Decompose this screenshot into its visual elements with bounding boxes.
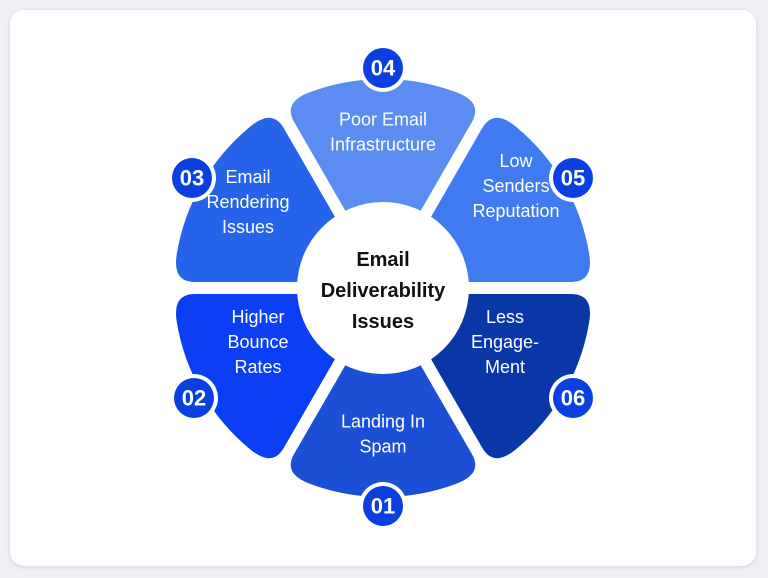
badge-circle-05 bbox=[553, 158, 593, 198]
petal-label-06-line-1: Less bbox=[486, 307, 524, 327]
badge-circle-02 bbox=[174, 378, 214, 418]
center-title-line-1: Email bbox=[356, 249, 409, 271]
center-title-line-3: Issues bbox=[352, 311, 414, 333]
badge-circle-03 bbox=[172, 158, 212, 198]
petal-label-03-line-3: Issues bbox=[222, 217, 274, 237]
petal-label-06-line-2: Engage- bbox=[471, 332, 539, 352]
number-badges: 01 02 03 04 05 06 bbox=[168, 44, 597, 530]
badge-number-02: 02 bbox=[182, 386, 206, 411]
center-hub: Email Deliverability Issues bbox=[297, 202, 469, 374]
petal-label-02-line-3: Rates bbox=[234, 357, 281, 377]
petal-label-05-line-1: Low bbox=[499, 151, 533, 171]
petal-label-02-line-1: Higher bbox=[231, 307, 284, 327]
petal-label-06-line-3: Ment bbox=[485, 357, 525, 377]
petal-label-03-line-1: Email bbox=[225, 167, 270, 187]
petal-label-03-line-2: Rendering bbox=[206, 192, 289, 212]
badge-circle-06 bbox=[553, 378, 593, 418]
petal-label-01-line-1: Landing In bbox=[341, 412, 425, 432]
petal-label-04-line-1: Poor Email bbox=[339, 110, 427, 130]
badge-circle-01 bbox=[363, 486, 403, 526]
petal-label-01-line-2: Spam bbox=[359, 437, 406, 457]
badge-number-06: 06 bbox=[561, 386, 585, 411]
badge-number-04: 04 bbox=[371, 56, 396, 81]
badge-number-05: 05 bbox=[561, 166, 585, 191]
badge-circle-04 bbox=[363, 48, 403, 88]
badge-number-01: 01 bbox=[371, 494, 395, 519]
petal-label-04-line-2: Infrastructure bbox=[330, 135, 436, 155]
petal-label-05-line-2: Senders bbox=[482, 176, 549, 196]
petals: Landing InSpamHigherBounceRatesEmailRend… bbox=[174, 77, 592, 499]
badge-number-03: 03 bbox=[180, 166, 204, 191]
petal-label-02-line-2: Bounce bbox=[227, 332, 288, 352]
center-title-line-2: Deliverability bbox=[321, 280, 446, 302]
center-circle bbox=[297, 202, 469, 374]
petal-label-05-line-3: Reputation bbox=[472, 201, 559, 221]
